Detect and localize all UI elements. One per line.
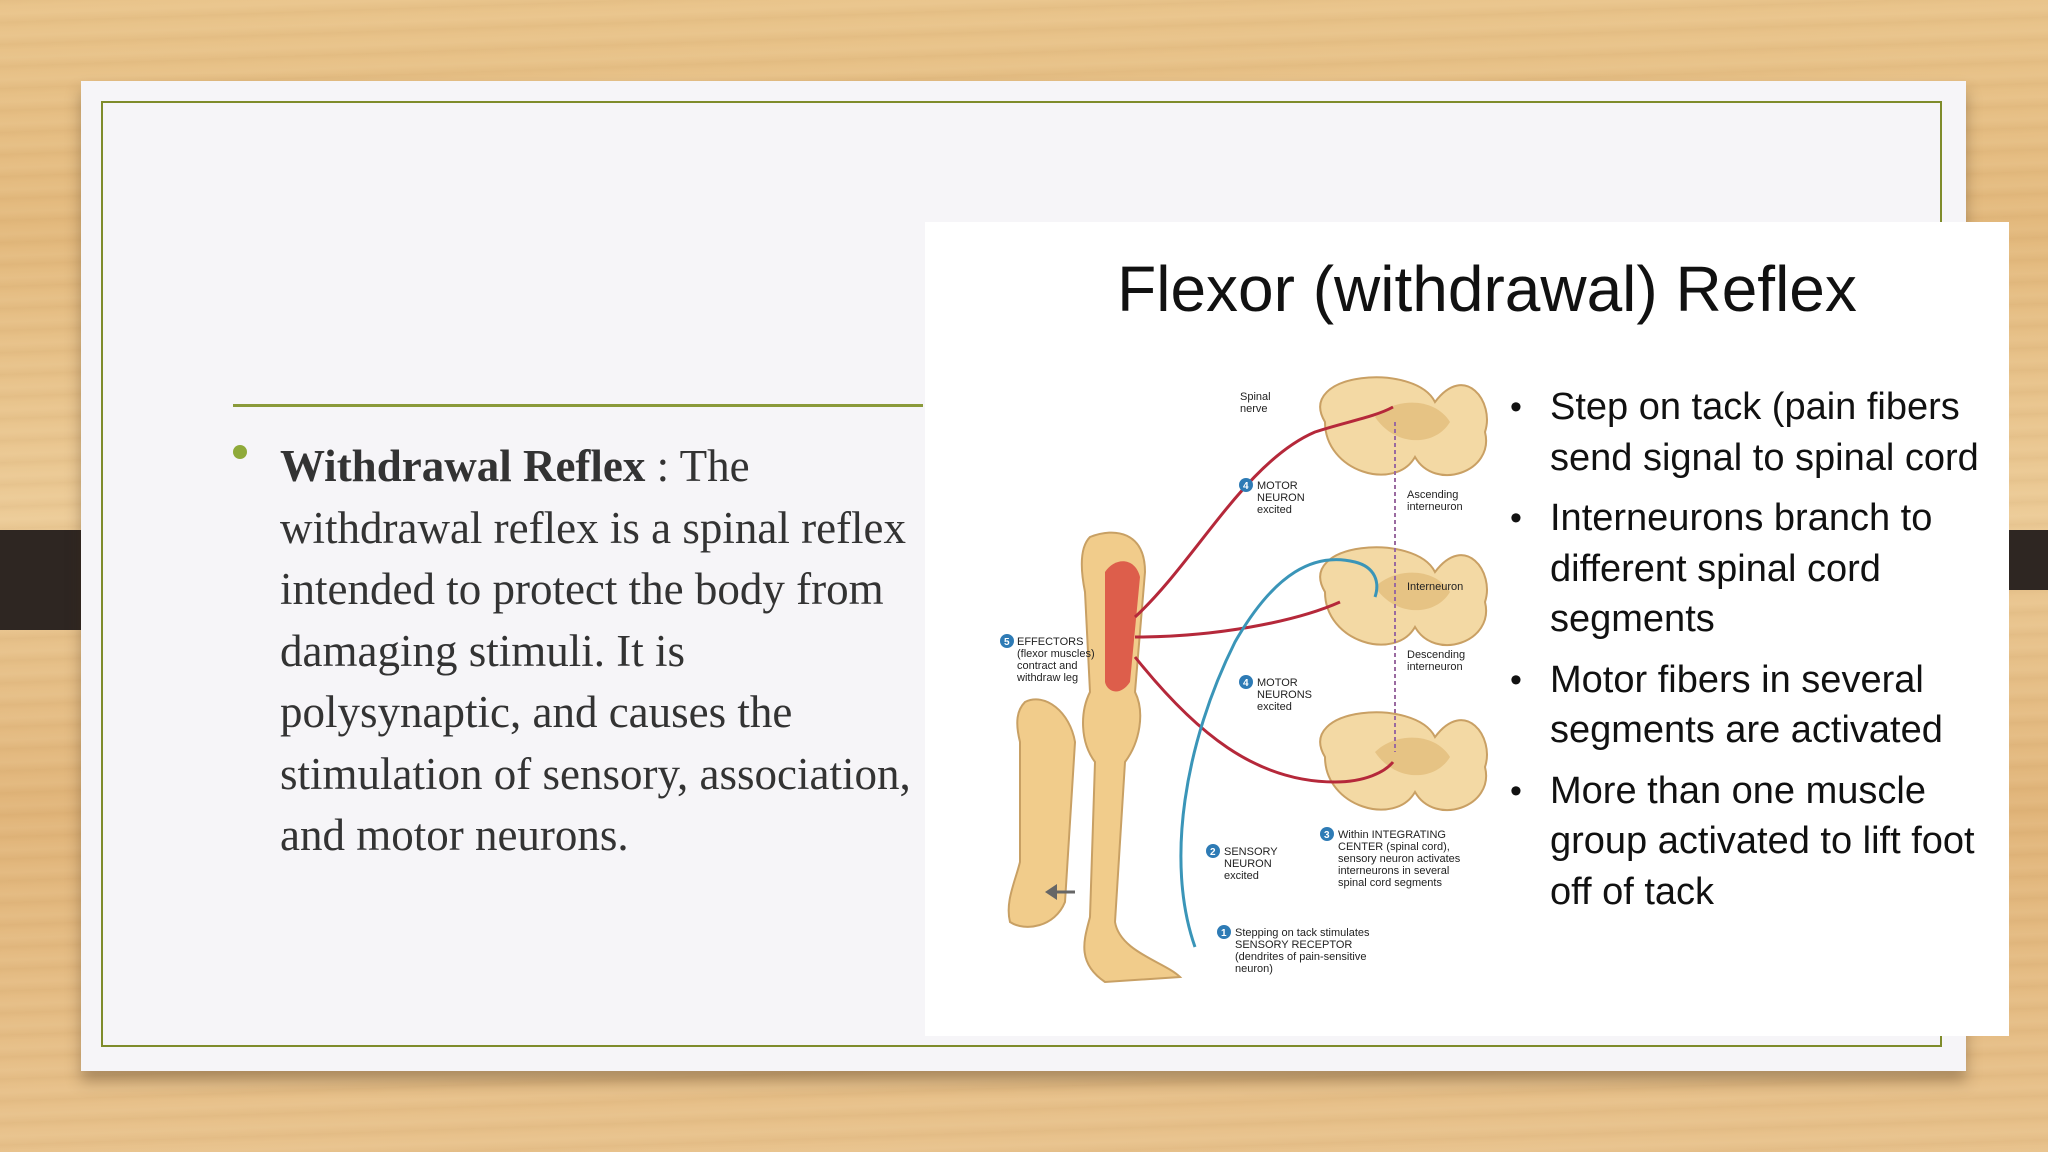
step-number-2: 2: [1210, 847, 1216, 858]
step-number-5: 5: [1004, 637, 1010, 648]
bullet-marker: [233, 445, 247, 459]
figure-bullet-3: Motor fibers in several segments are act…: [1510, 655, 2000, 756]
body-text-box: Withdrawal Reflex : The withdrawal refle…: [236, 436, 916, 867]
step-badge-1: [1217, 925, 1231, 939]
figure-bullet-1: Step on tack (pain fibers send signal to…: [1510, 382, 2000, 483]
label-interneuron: Interneuron: [1407, 581, 1463, 593]
figure-title: Flexor (withdrawal) Reflex: [1117, 253, 1857, 325]
reflex-figure: Flexor (withdrawal) Reflex: [925, 222, 2009, 1036]
sensory-neuron-path: [1179, 558, 1379, 948]
figure-bullet-4: More than one muscle group activated to …: [1510, 766, 2000, 918]
motor-neuron-bottom-path: [1133, 656, 1395, 784]
step-badge-3: [1320, 827, 1334, 841]
bullet-term: Withdrawal Reflex: [280, 441, 646, 491]
leg-illustration: [1007, 531, 1183, 984]
step-number-3: 3: [1324, 830, 1330, 841]
figure-bullet-list: Step on tack (pain fibers send signal to…: [1510, 382, 2000, 927]
spinal-cord-middle: [1319, 546, 1488, 646]
bullet-paragraph: Withdrawal Reflex : The withdrawal refle…: [236, 436, 916, 867]
step-badge-4-bottom: [1239, 675, 1253, 689]
motor-neuron-top-path: [1133, 405, 1394, 619]
step-number-4-bottom: 4: [1243, 678, 1249, 689]
title-rule: [233, 404, 923, 407]
step-number-4-top: 4: [1243, 481, 1249, 492]
figure-bullet-2: Interneurons branch to different spinal …: [1510, 493, 2000, 645]
bullet-text: The withdrawal reflex is a spinal reflex…: [280, 441, 911, 860]
step-badge-4-top: [1239, 478, 1253, 492]
bullet-separator: :: [645, 441, 680, 491]
spinal-cord-top: [1319, 376, 1488, 476]
spinal-cord-bottom: [1319, 711, 1488, 811]
step-badge-2: [1206, 844, 1220, 858]
step-badge-5: [1000, 634, 1014, 648]
step-number-1: 1: [1221, 928, 1227, 939]
motor-neuron-mid-path: [1134, 600, 1341, 639]
